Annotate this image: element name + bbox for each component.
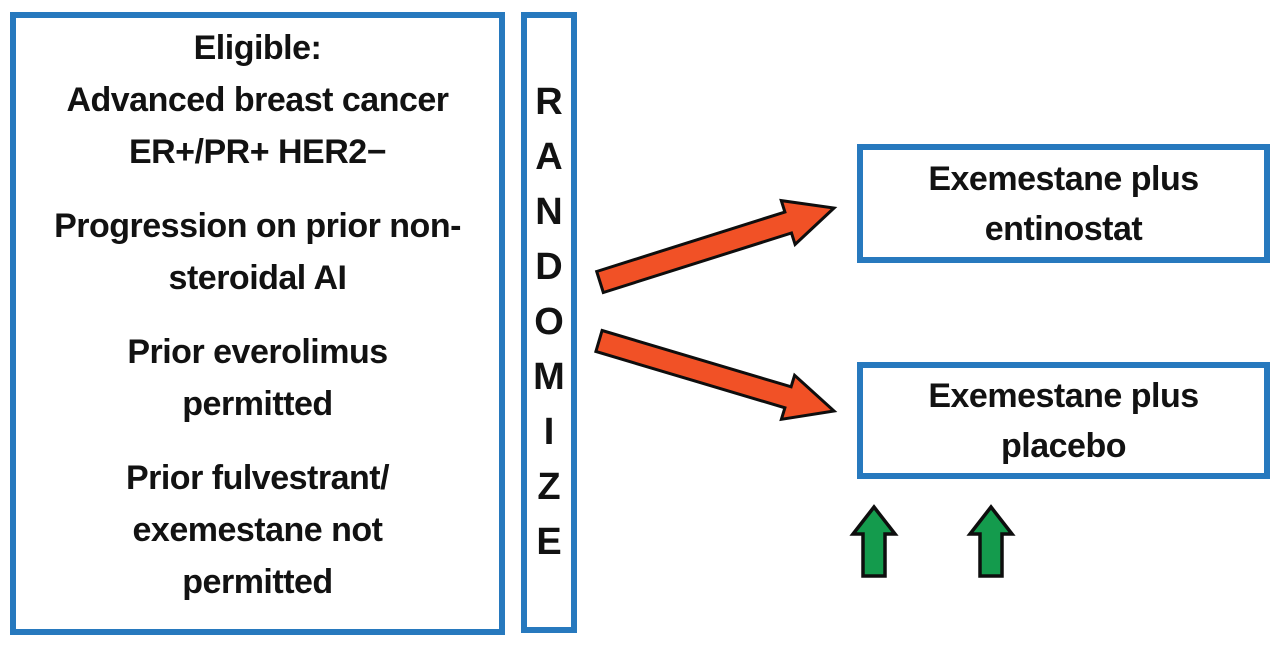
randomize-arm-arrow-top-icon	[594, 198, 838, 295]
eligibility-line: ER+/PR+ HER2−	[128, 133, 387, 171]
randomize-letter: I	[543, 411, 555, 453]
randomize-letter: M	[533, 356, 565, 398]
eligibility-line: steroidal AI	[168, 259, 347, 297]
eligibility-paragraph: Prior fulvestrant/ exemestane not permit…	[16, 452, 499, 608]
eligibility-line: permitted	[182, 563, 333, 601]
arm-box-placebo: Exemestane plus placebo	[857, 362, 1270, 479]
randomize-letter: Z	[537, 466, 561, 508]
eligibility-paragraph: Prior everolimus permitted	[16, 326, 499, 430]
randomize-letter: R	[535, 81, 563, 123]
randomize-box: R A N D O M I Z E	[521, 12, 577, 633]
eligibility-line: Prior fulvestrant/	[125, 459, 390, 497]
up-arrow-left-icon	[849, 504, 899, 578]
eligibility-title: Eligible:	[193, 29, 322, 67]
eligibility-paragraph: Eligible: Advanced breast cancer ER+/PR+…	[16, 22, 499, 178]
eligibility-box: Eligible: Advanced breast cancer ER+/PR+…	[10, 12, 505, 635]
randomize-letter: E	[536, 521, 562, 563]
randomize-letter: D	[535, 246, 563, 288]
randomize-letter: N	[535, 191, 563, 233]
arm-label-line: entinostat	[984, 209, 1143, 248]
eligibility-paragraph: Progression on prior non- steroidal AI	[16, 200, 499, 304]
eligibility-line: exemestane not	[132, 511, 384, 549]
arm-label-line: Exemestane plus	[928, 376, 1199, 415]
eligibility-line: Progression on prior non-	[54, 207, 461, 245]
arm-label-line: placebo	[1001, 426, 1126, 465]
randomize-letter: O	[534, 301, 564, 343]
eligibility-line: Advanced breast cancer	[66, 81, 449, 119]
eligibility-line: permitted	[182, 385, 333, 423]
eligibility-line: Prior everolimus	[127, 333, 388, 371]
arm-label-line: Exemestane plus	[928, 159, 1199, 198]
up-arrow-right-icon	[966, 504, 1016, 578]
arm-box-entinostat: Exemestane plus entinostat	[857, 144, 1270, 263]
randomize-arm-arrow-bottom-icon	[594, 328, 838, 422]
randomize-letter: A	[535, 136, 563, 178]
